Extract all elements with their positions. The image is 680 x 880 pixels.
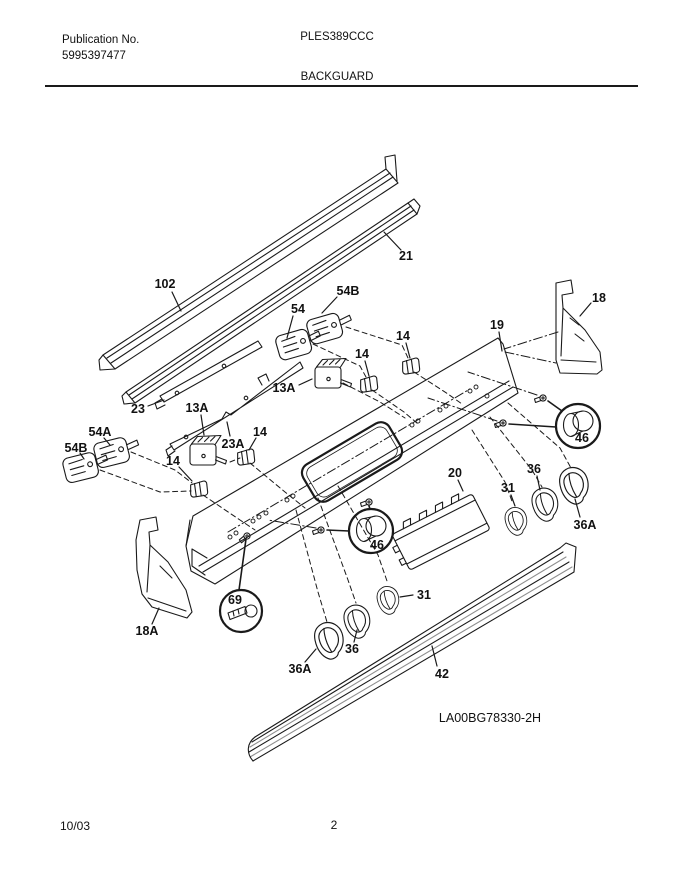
leader-line-23A [226, 421, 231, 437]
callout-label-69: 69 [228, 593, 242, 607]
leader-line-23 [147, 399, 165, 407]
leader-line-42 [431, 645, 438, 667]
publication-number: 5995397477 [62, 49, 126, 62]
screw-46-left-a [359, 498, 373, 508]
callout-label-36: 36 [345, 642, 359, 656]
section-title: BACKGUARD [300, 71, 374, 83]
bracket-18 [555, 279, 603, 375]
knob-36A-bottom [310, 618, 350, 663]
rail-102 [98, 154, 399, 371]
callout-label-23: 23 [131, 402, 145, 416]
leader-line-36A [574, 498, 581, 518]
callout-label-18A: 18A [136, 624, 159, 638]
leader-line-36 [536, 475, 541, 491]
callout-label-54B: 54B [337, 284, 360, 298]
rail-21 [121, 198, 421, 405]
leader-line-36 [353, 629, 358, 643]
callout-label-14: 14 [166, 454, 180, 468]
callout-label-31: 31 [417, 588, 431, 602]
leader-line-18 [579, 302, 592, 317]
callout-label-54: 54 [291, 302, 305, 316]
publication-block: Publication No. 5995397477 [62, 33, 139, 64]
leader-line-36A [304, 648, 317, 663]
detail-circle-69 [218, 538, 264, 634]
model-number: PLES389CCC [300, 31, 374, 43]
diagram-id-code: LA00BG78330-2H [438, 711, 542, 725]
publication-label: Publication No. [62, 34, 140, 46]
clip-14-a [400, 357, 422, 376]
callout-label-14: 14 [396, 329, 410, 343]
footer-date: 10/03 [60, 819, 91, 833]
assembly-guide-lines [99, 326, 572, 623]
callout-label-13A: 13A [273, 381, 296, 395]
leader-line-54 [286, 315, 294, 339]
leader-line-13A [298, 378, 313, 386]
leader-line-14 [364, 360, 370, 377]
callout-label-31: 31 [501, 481, 515, 495]
trim-42 [247, 542, 577, 762]
leader-line-31 [510, 494, 516, 507]
callout-label-54A: 54A [89, 425, 112, 439]
knob-31-right [501, 504, 532, 539]
callout-label-36A: 36A [289, 662, 312, 676]
leader-line-14 [248, 437, 257, 451]
callout-label-46: 46 [575, 431, 589, 445]
callout-label-13A: 13A [186, 401, 209, 415]
leader-line-14 [178, 466, 193, 482]
header-rule [45, 85, 638, 87]
leader-line-54B [79, 452, 85, 460]
screw-46-right-a [533, 394, 547, 404]
knob-31-bottom [373, 583, 404, 618]
knob-36-right [527, 484, 564, 525]
leader-line-18A [151, 607, 160, 625]
footer-page-number: 2 [330, 818, 338, 832]
leader-line-102 [171, 291, 182, 312]
callout-label-36: 36 [527, 462, 541, 476]
detail-circle-46-left [326, 505, 395, 555]
bracket-18A [135, 516, 193, 619]
clip-14-b [358, 375, 380, 394]
callout-label-14: 14 [253, 425, 267, 439]
leader-line-31 [399, 594, 414, 598]
clip-14-c [235, 448, 257, 467]
screw-69 [237, 531, 253, 544]
detail-circle-46-right [508, 400, 602, 450]
knob-36A-right [555, 463, 595, 508]
callout-label-42: 42 [435, 667, 449, 681]
callout-label-20: 20 [448, 466, 462, 480]
callout-label-19: 19 [490, 318, 504, 332]
callout-label-23A: 23A [222, 437, 245, 451]
leader-line-14 [405, 342, 411, 359]
leader-line-21 [383, 231, 402, 251]
switch-13A-upper [314, 357, 353, 389]
callout-label-102: 102 [155, 277, 176, 291]
leader-line-54B [321, 296, 338, 314]
leader-line-54A [103, 437, 111, 446]
callout-label-46: 46 [370, 538, 384, 552]
leader-line-19 [498, 331, 503, 352]
callout-label-36A: 36A [574, 518, 597, 532]
panel-19 [185, 337, 519, 585]
knob-36-bottom [339, 601, 376, 642]
control-board-20 [392, 493, 490, 570]
callout-label-54B: 54B [65, 441, 88, 455]
bracket-23A [165, 361, 304, 457]
leader-line-20 [457, 479, 464, 492]
bracket-23 [154, 340, 263, 410]
callout-label-18: 18 [592, 291, 606, 305]
callout-label-21: 21 [399, 249, 413, 263]
leader-line-13A [200, 414, 205, 436]
center-lines [227, 331, 559, 533]
callout-label-14: 14 [355, 347, 369, 361]
